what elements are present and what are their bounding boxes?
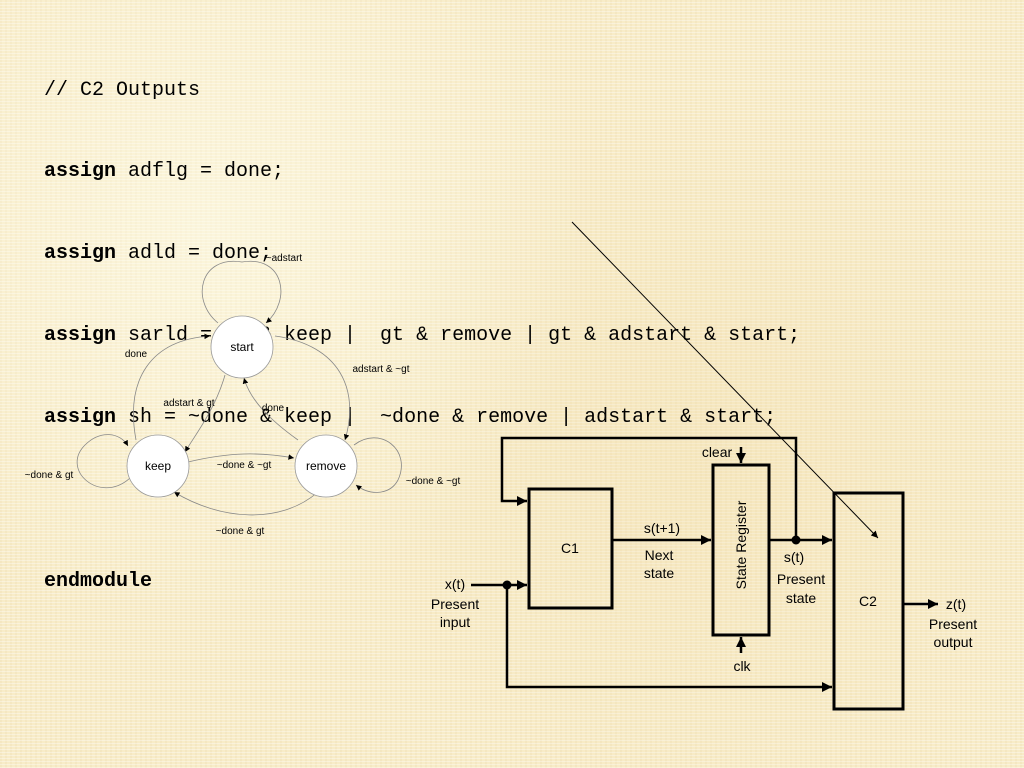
input-junction: [502, 580, 512, 590]
keep-to-start-edge: [133, 333, 211, 441]
clk-label: clk: [733, 658, 751, 674]
output-caption-2: output: [934, 634, 973, 650]
remove-to-keep-label: ~done & gt: [216, 526, 265, 537]
state-register-label: State Register: [733, 500, 749, 589]
state-keep-label: keep: [145, 459, 171, 473]
present-caption-2: state: [786, 590, 817, 606]
present-signal-label: s(t): [784, 549, 804, 565]
feedback-wire: [500, 436, 798, 540]
start-to-remove-edge: [274, 335, 351, 441]
start-to-keep-label: adstart & gt: [163, 398, 214, 409]
start-self-label: ~adstart: [266, 253, 303, 264]
feedback-junction: [791, 535, 801, 545]
c2-label: C2: [859, 593, 877, 609]
c1-box: [527, 487, 614, 610]
state-keep: [126, 434, 190, 498]
output-caption-1: Present: [929, 616, 977, 632]
code-text: adflg = done;: [116, 160, 285, 184]
code-keyword: assign: [44, 324, 117, 348]
keep-to-start-label: done: [125, 349, 148, 360]
remove-to-keep-edge: [173, 491, 319, 516]
code-keyword: assign: [44, 242, 117, 266]
next-caption-2: state: [644, 565, 675, 581]
input-to-c2-wire: [505, 585, 832, 692]
input-signal-label: x(t): [445, 576, 465, 592]
block-diagram: [471, 436, 938, 711]
keep-self-loop: [76, 434, 131, 489]
clear-label: clear: [702, 444, 733, 460]
next-caption-1: Next: [645, 547, 674, 563]
code-keyword: assign: [44, 160, 117, 184]
remove-to-start-label: done: [262, 403, 285, 414]
keep-self-label: ~done & gt: [25, 470, 74, 481]
code-line: assign sh = ~done & keep | ~done & remov…: [44, 404, 800, 431]
pointer-line: [571, 221, 879, 539]
start-to-keep-edge: [184, 374, 226, 453]
state-register-box: [711, 463, 771, 637]
input-caption-2: input: [440, 614, 470, 630]
c2-box: [832, 491, 905, 711]
remove-self-loop: [353, 437, 402, 493]
state-start: [210, 315, 274, 379]
output-signal-label: z(t): [946, 596, 966, 612]
keep-to-remove-label: ~done & ~gt: [217, 460, 272, 471]
code-comment: // C2 Outputs: [44, 78, 201, 102]
code-line: assign adflg = done;: [44, 158, 800, 185]
keep-to-remove-edge: [187, 453, 295, 463]
code-keyword: assign: [44, 406, 117, 430]
input-caption-1: Present: [431, 596, 479, 612]
state-start-label: start: [230, 340, 254, 354]
remove-self-label: ~done & ~gt: [406, 476, 461, 487]
next-signal-label: s(t+1): [644, 520, 680, 536]
code-line: assign adld = done;: [44, 240, 800, 267]
code-text: sh = ~done & keep | ~done & remove | ads…: [116, 406, 777, 430]
state-diagram: start keep remove ~adstart done adstart …: [25, 253, 461, 537]
present-caption-1: Present: [777, 571, 825, 587]
c1-label: C1: [561, 540, 579, 556]
code-block: // C2 Outputs assign adflg = done; assig…: [44, 22, 800, 623]
start-self-loop: [201, 260, 282, 324]
code-endmodule: endmodule: [44, 569, 153, 593]
code-text: adld = done;: [116, 242, 273, 266]
state-remove-label: remove: [306, 459, 346, 473]
state-remove: [294, 434, 358, 498]
remove-to-start-edge: [242, 377, 299, 441]
start-to-remove-label: adstart & ~gt: [353, 364, 410, 375]
